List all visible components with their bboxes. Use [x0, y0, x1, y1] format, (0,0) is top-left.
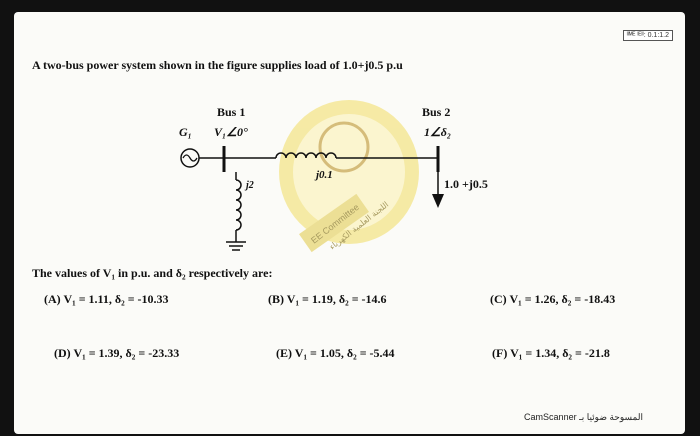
load-label: 1.0 +j0.5	[444, 177, 488, 191]
generator-label: G₁	[179, 125, 192, 139]
series-inductor	[275, 152, 337, 159]
bus2-voltage: 1∠δ₂	[424, 125, 451, 139]
camscanner-watermark: CamScanner المسوحة ضوئيا بـ	[524, 412, 643, 422]
shunt-impedance-label: j2	[244, 180, 254, 191]
load-arrow	[432, 194, 444, 208]
bus2-label: Bus 2	[422, 105, 450, 119]
bus1-voltage: V₁∠0°	[214, 125, 248, 139]
option-c[interactable]: (C) V₁ = 1.26, δ₂ = -18.43	[490, 292, 616, 306]
option-a[interactable]: (A) V₁ = 1.11, δ₂ = -10.33	[44, 292, 169, 306]
bus1-label: Bus 1	[217, 105, 245, 119]
option-e[interactable]: (E) V₁ = 1.05, δ₂ = -5.44	[276, 346, 395, 360]
question-prompt: The values of V₁ in p.u. and δ₂ respecti…	[32, 266, 273, 280]
generator-symbol	[180, 148, 200, 168]
watermark-logo: EE Committee اللجنة العلمية الكهرباء	[279, 100, 419, 253]
option-d[interactable]: (D) V₁ = 1.39, δ₂ = -23.33	[54, 346, 180, 360]
option-f[interactable]: (F) V₁ = 1.34, δ₂ = -21.8	[492, 346, 610, 360]
shunt-inductor	[235, 179, 242, 231]
option-b[interactable]: (B) V₁ = 1.19, δ₂ = -14.6	[268, 292, 387, 306]
document-page: ᴵᴵᴹᴱ ᴵᴱᴵᴵ: 0.1:1.2 A two-bus power syste…	[14, 12, 685, 434]
ground-symbol	[226, 241, 246, 251]
question-text: A two-bus power system shown in the figu…	[32, 58, 403, 72]
circuit-diagram: EE Committee اللجنة العلمية الكهرباء	[179, 100, 488, 253]
timer-badge: ᴵᴵᴹᴱ ᴵᴱᴵᴵ: 0.1:1.2	[622, 30, 673, 41]
line-impedance-label: j0.1	[314, 169, 333, 181]
